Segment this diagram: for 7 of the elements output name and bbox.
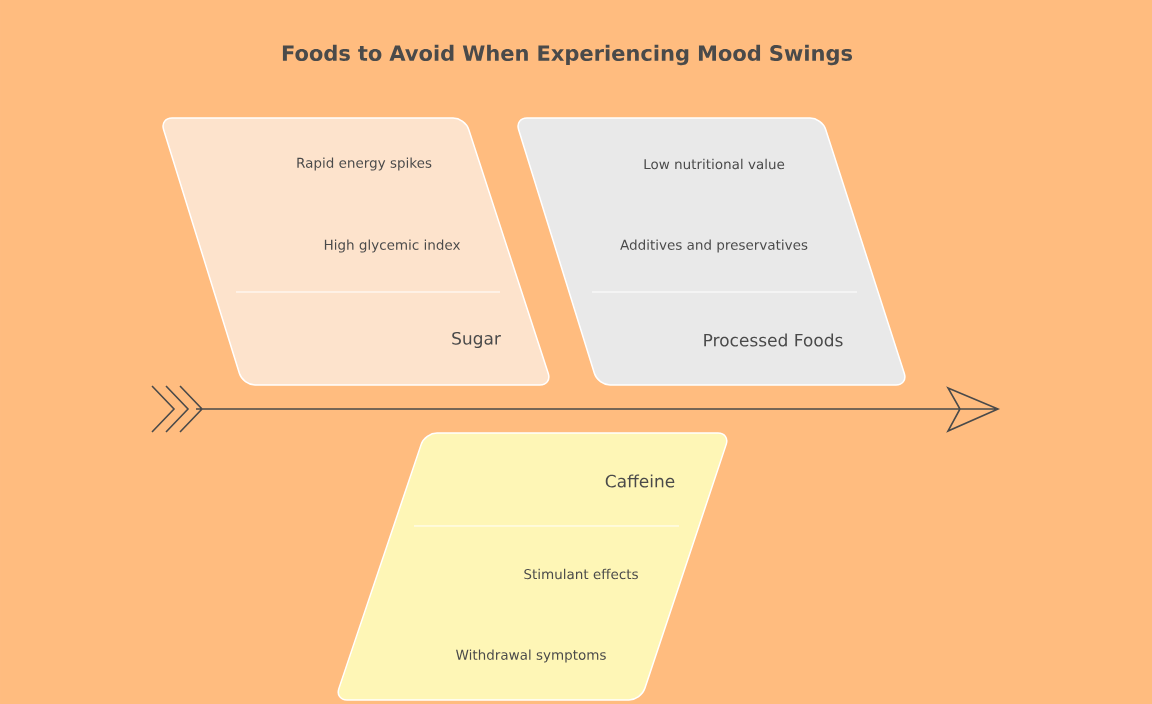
cause-text: Withdrawal symptoms	[456, 649, 606, 663]
cause-text: Additives and preservatives	[620, 239, 808, 253]
cause-text: Stimulant effects	[524, 568, 638, 580]
cause-text: Low nutritional value	[644, 158, 785, 170]
title: Foods to Avoid When Experiencing Mood Swings	[282, 44, 853, 66]
cause-text: Rapid energy spikes	[297, 157, 432, 171]
cause-text: High glycemic index	[324, 239, 461, 253]
